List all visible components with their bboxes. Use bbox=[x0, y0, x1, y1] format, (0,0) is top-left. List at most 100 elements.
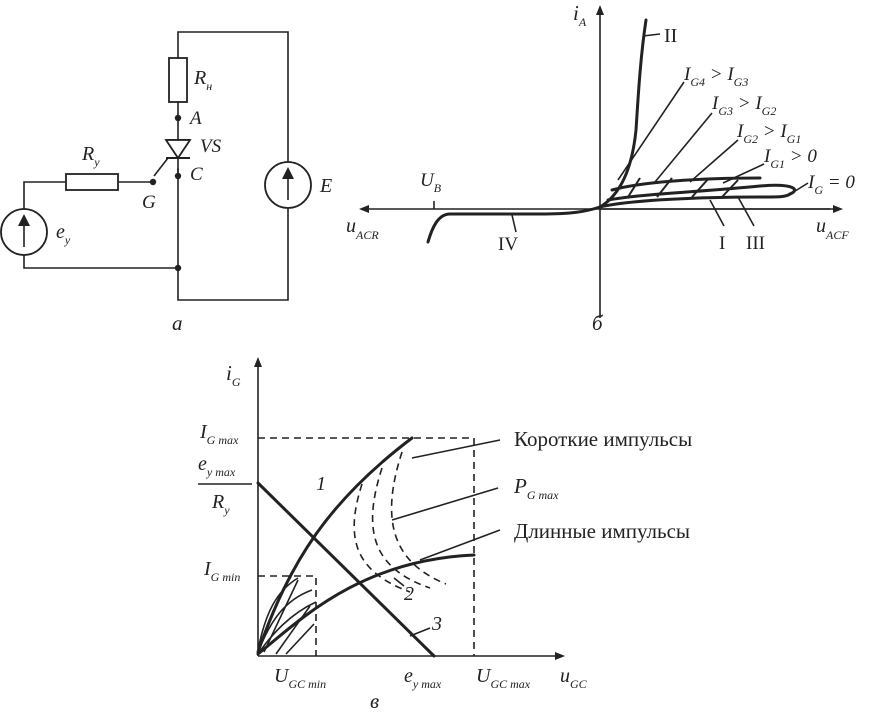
label-short-pulses: Короткие импульсы bbox=[514, 427, 692, 451]
label-part-ry: R bbox=[81, 143, 94, 165]
label-part-ig3-sub2: G2 bbox=[762, 104, 777, 118]
leader-curve-3 bbox=[409, 627, 431, 637]
fan-line-1 bbox=[257, 577, 299, 651]
label-vs: VS bbox=[200, 136, 222, 157]
label-part-ia-sub: A bbox=[578, 15, 587, 29]
leader-short-pulses bbox=[411, 439, 501, 459]
label-i: I bbox=[719, 233, 725, 254]
pgmax-curve-3 bbox=[353, 483, 411, 593]
label-ig4: IG4 > IG3 bbox=[683, 64, 748, 89]
label-part-ig0: I bbox=[807, 172, 816, 193]
label-part-ig1-rest: > 0 bbox=[785, 146, 817, 167]
link-ig4 bbox=[627, 177, 641, 198]
label-curve-3: 3 bbox=[431, 613, 442, 635]
link-ig3 bbox=[656, 177, 673, 198]
label-part-ugcmin-sub: GC min bbox=[288, 677, 326, 691]
pgmax-curve-1 bbox=[390, 451, 447, 585]
label-ey: eу bbox=[56, 221, 71, 247]
node-a bbox=[174, 114, 182, 122]
label-part-eymax-num-sub: у max bbox=[206, 465, 236, 479]
curve-ii bbox=[598, 18, 648, 209]
circuit-diagram: Rн A VS C Rу G eу E а bbox=[0, 31, 332, 335]
label-eymax-num: eу max bbox=[198, 453, 236, 479]
label-part-ig3-sub: G3 bbox=[718, 104, 733, 118]
label-part-rn: R bbox=[193, 67, 206, 89]
caption-b: б bbox=[592, 311, 604, 335]
label-ub: UB bbox=[420, 170, 442, 195]
gate-characteristic-chart: iG IG max eу max Rу IG min Короткие импу… bbox=[198, 357, 692, 713]
up-arrow-icon bbox=[282, 167, 294, 179]
caption-v: в bbox=[370, 689, 379, 713]
leader-i bbox=[709, 199, 725, 227]
label-part-pgmax: P bbox=[513, 474, 527, 498]
control-resistor bbox=[65, 173, 119, 191]
link-ig2 bbox=[691, 177, 710, 198]
label-part-ey-sub: у bbox=[64, 233, 71, 247]
label-curve-1: 1 bbox=[316, 473, 326, 495]
label-ry-den: Rу bbox=[211, 491, 230, 517]
label-a: A bbox=[188, 108, 202, 129]
max-bound-dashed bbox=[258, 437, 475, 656]
label-part-ig: i bbox=[226, 361, 232, 385]
min-bound-dashed bbox=[258, 575, 317, 656]
label-iv: IV bbox=[498, 234, 518, 255]
fan-line-3 bbox=[257, 601, 317, 655]
label-g: G bbox=[142, 192, 156, 213]
leader-ii bbox=[642, 33, 661, 37]
label-part-ry-den-sub: у bbox=[223, 503, 230, 517]
label-part-eymax-num: e bbox=[198, 453, 207, 475]
label-part-rn-sub: н bbox=[206, 79, 212, 93]
up-arrow-icon bbox=[18, 214, 30, 226]
leader-ig1 bbox=[722, 163, 765, 184]
label-iii: III bbox=[746, 233, 765, 254]
label-ig0: IG = 0 bbox=[807, 172, 855, 197]
label-part-ey: e bbox=[56, 221, 65, 243]
label-pgmax: PG max bbox=[513, 474, 559, 502]
label-part-ugc-sub: GC bbox=[570, 677, 588, 691]
label-part-ia: i bbox=[573, 1, 579, 25]
label-igmin: IG min bbox=[203, 558, 240, 584]
curve-3 bbox=[256, 553, 476, 656]
label-ig2: IG2 > IG1 bbox=[736, 121, 801, 146]
leader-pgmax bbox=[391, 487, 499, 521]
label-ugcmin: UGC min bbox=[274, 665, 326, 691]
label-part-ub-sub: B bbox=[434, 181, 442, 195]
label-part-ig2-rest: > I bbox=[758, 121, 788, 142]
label-part-ig0-rest: = 0 bbox=[823, 172, 855, 193]
label-part-ugcmin: U bbox=[274, 665, 290, 687]
thyristor-vs bbox=[153, 139, 192, 177]
label-part-uacr: u bbox=[346, 215, 356, 237]
label-part-uacf-sub: ACF bbox=[825, 228, 849, 242]
label-part-eymax-x: e bbox=[404, 665, 413, 687]
label-part-ry-den: R bbox=[211, 491, 224, 513]
label-ry: Rу bbox=[81, 143, 100, 169]
fan-line-5 bbox=[275, 605, 311, 655]
fan-line-6 bbox=[285, 623, 315, 655]
label-part-igmax: I bbox=[199, 421, 208, 443]
label-part-pgmax-sub: G max bbox=[527, 488, 559, 502]
leader-ig2 bbox=[689, 139, 739, 183]
label-part-ig4-sub2: G3 bbox=[734, 75, 749, 89]
leader-iv bbox=[511, 214, 517, 233]
label-ig: iG bbox=[226, 361, 241, 389]
label-long-pulses: Длинные импульсы bbox=[514, 519, 690, 543]
curve-iv bbox=[426, 205, 602, 244]
leader-curve-2 bbox=[393, 577, 405, 587]
caption-a: а bbox=[172, 311, 183, 335]
label-rn: Rн bbox=[193, 67, 212, 93]
node-return bbox=[174, 264, 182, 272]
label-part-ig0-sub: G bbox=[814, 183, 823, 197]
label-part-ig2-sub2: G1 bbox=[787, 132, 802, 146]
label-curve-2: 2 bbox=[404, 583, 414, 605]
label-part-ry-sub: у bbox=[93, 155, 100, 169]
label-part-ig4-rest: > I bbox=[705, 64, 735, 85]
label-part-igmin-sub: G min bbox=[211, 570, 241, 584]
label-part-ig4-sub: G4 bbox=[690, 75, 705, 89]
label-part-ig3-rest: > I bbox=[733, 93, 763, 114]
label-part-ugcmax: U bbox=[476, 665, 492, 687]
label-part-ub: U bbox=[420, 170, 435, 191]
load-line-2 bbox=[256, 481, 436, 658]
wire-ry-to-source bbox=[23, 181, 66, 209]
label-c: C bbox=[190, 164, 203, 185]
